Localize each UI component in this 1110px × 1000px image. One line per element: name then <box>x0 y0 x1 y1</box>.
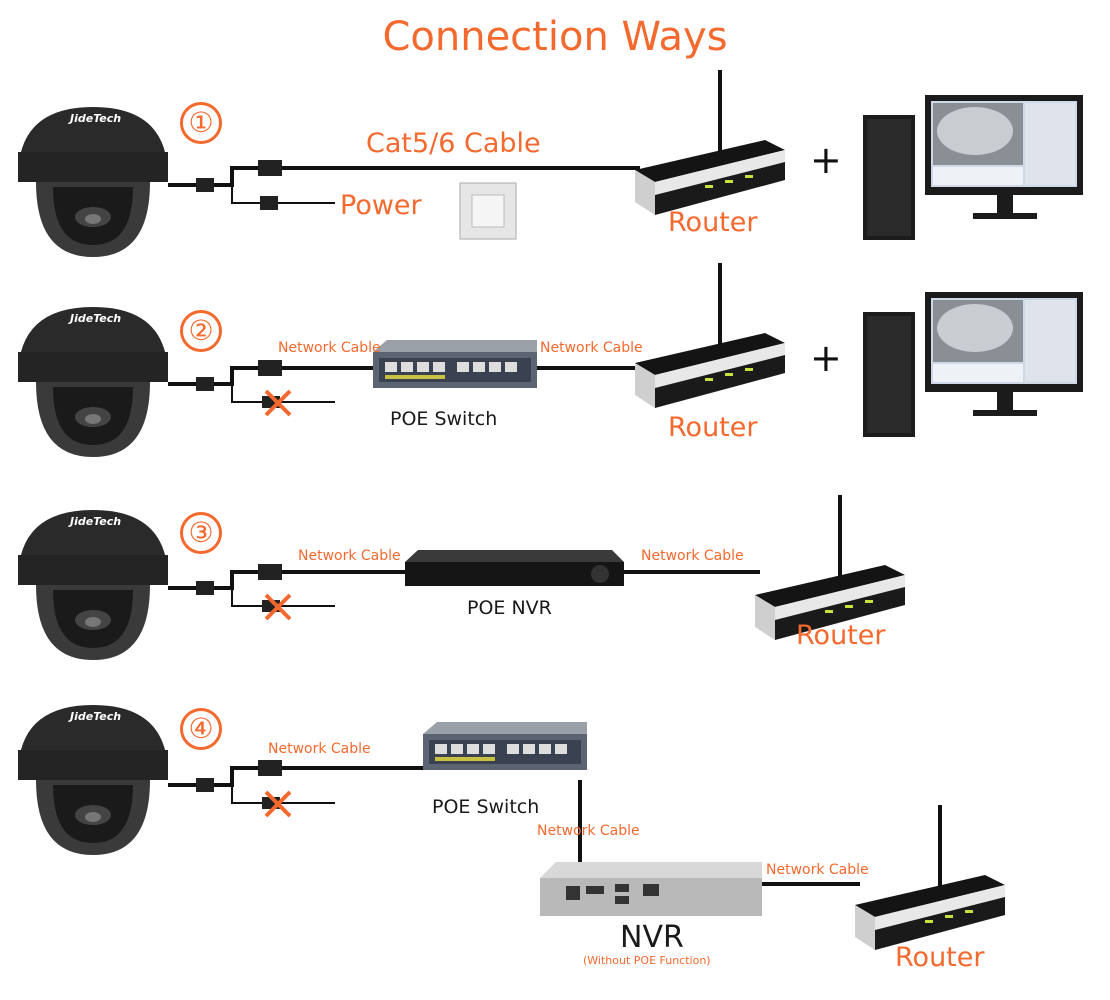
nvr-icon <box>540 862 762 916</box>
router-label: Router <box>895 942 985 973</box>
plus-sign: + <box>810 138 842 182</box>
nvr-note-label: (Without POE Function) <box>583 954 711 967</box>
router-label: Router <box>668 412 758 443</box>
cat-cable-label: Cat5/6 Cable <box>366 128 541 159</box>
step-number-3: ③ <box>180 512 222 554</box>
row-3-diagram <box>18 493 907 660</box>
row-1-diagram <box>18 68 1083 257</box>
computer-icon <box>863 95 1083 240</box>
power-label: Power <box>340 190 422 221</box>
step-number-4: ④ <box>180 708 222 750</box>
dome-camera-icon <box>18 107 168 257</box>
dome-camera-icon <box>18 705 168 855</box>
network-cable-label: Network Cable <box>540 340 643 356</box>
router-icon <box>853 803 1007 952</box>
step-number-1: ① <box>180 102 222 144</box>
network-cable-label: Network Cable <box>537 823 640 839</box>
network-cable-label: Network Cable <box>766 862 869 878</box>
network-cable-label: Network Cable <box>278 340 381 356</box>
poe-switch-icon <box>373 340 537 388</box>
row-2-diagram <box>18 261 1083 457</box>
poe-switch-label: POE Switch <box>390 408 498 430</box>
poe-nvr-label: POE NVR <box>467 597 552 619</box>
row-4-diagram <box>18 705 1007 952</box>
router-icon <box>633 261 787 410</box>
router-icon <box>753 493 907 642</box>
plus-sign: + <box>810 336 842 380</box>
poe-switch-icon <box>423 722 587 770</box>
camera-brand-label: JideTech <box>70 515 122 528</box>
router-label: Router <box>668 207 758 238</box>
camera-brand-label: JideTech <box>70 112 122 125</box>
camera-brand-label: JideTech <box>70 312 122 325</box>
computer-icon <box>863 292 1083 437</box>
router-icon <box>633 68 787 217</box>
step-number-2: ② <box>180 310 222 352</box>
poe-switch-label: POE Switch <box>432 796 540 818</box>
nvr-label: NVR <box>620 920 684 955</box>
router-label: Router <box>796 620 886 651</box>
network-cable-label: Network Cable <box>268 741 371 757</box>
camera-brand-label: JideTech <box>70 710 122 723</box>
dome-camera-icon <box>18 510 168 660</box>
network-cable-label: Network Cable <box>641 548 744 564</box>
poe-nvr-icon <box>405 550 624 586</box>
page-title: Connection Ways <box>382 14 728 60</box>
network-cable-label: Network Cable <box>298 548 401 564</box>
dome-camera-icon <box>18 307 168 457</box>
